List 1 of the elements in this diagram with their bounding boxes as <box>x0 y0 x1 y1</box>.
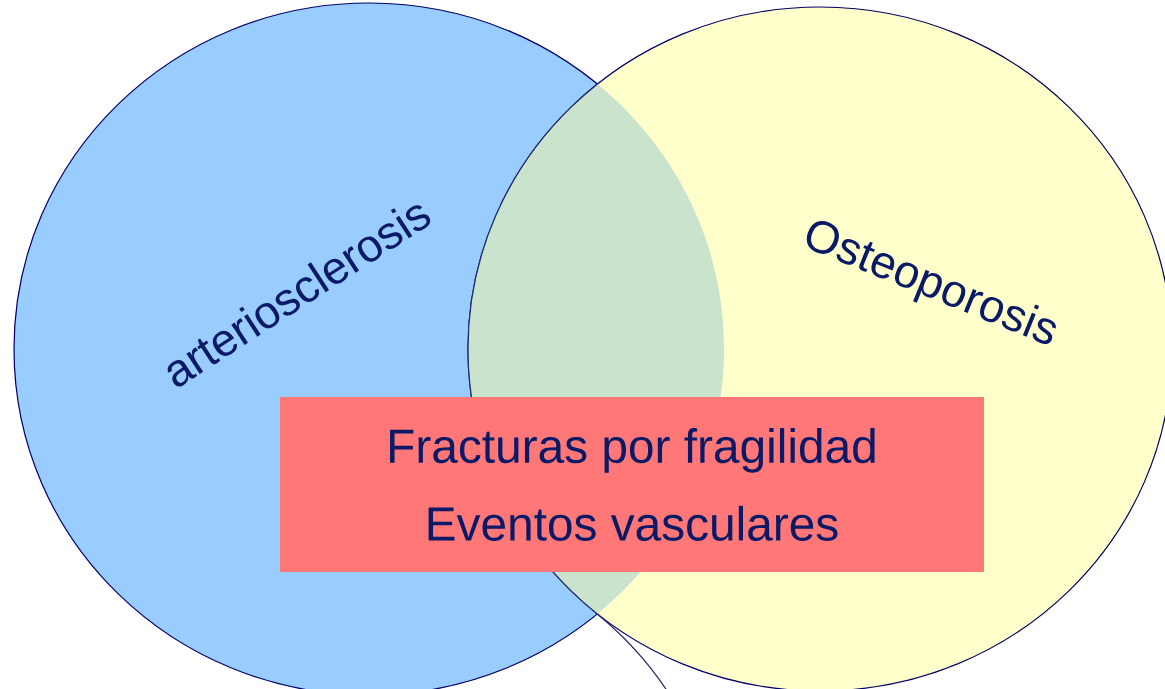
text-box: Fracturas por fragilidad Eventos vasculares <box>280 397 984 572</box>
